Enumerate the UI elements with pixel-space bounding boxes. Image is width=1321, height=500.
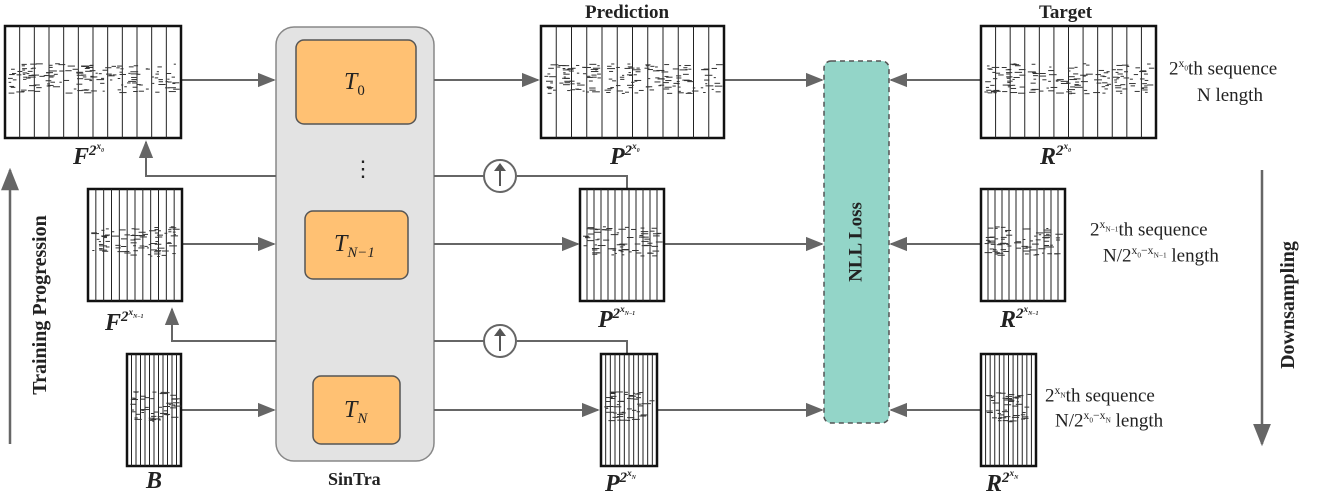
feedback-to-f1 [164, 307, 276, 342]
r-xn1-label: R2xN−1 [1000, 304, 1039, 333]
block-tn [312, 375, 401, 445]
p-xn1-label: P2xN−1 [598, 304, 636, 333]
desc-1-line2: N length [1197, 85, 1263, 106]
roll-b [125, 352, 183, 468]
ellipsis: ⋮ [352, 156, 374, 181]
upsample-icon [483, 324, 517, 358]
p-xn-label: P2xN [605, 468, 636, 497]
r-x0-label: R2x0 [1040, 141, 1071, 170]
desc-3-line2: N/2x0−xN length [1055, 409, 1164, 432]
block-t0 [295, 39, 417, 125]
roll-p0 [539, 24, 726, 140]
nll-loss-label: NLL Loss [845, 202, 867, 282]
prediction-header: Prediction [585, 2, 670, 23]
roll-f1 [86, 187, 184, 303]
b-label: B [146, 468, 163, 494]
p-x0-label: P2x0 [610, 141, 640, 170]
target-header: Target [1039, 2, 1093, 23]
upsample-link-2b [517, 340, 628, 354]
desc-2-line2: N/2x0−xN−1 length [1103, 244, 1219, 267]
roll-p2 [599, 352, 659, 468]
training-progression-label: Training Progression [29, 215, 51, 395]
roll-r2 [979, 352, 1038, 468]
f-x0-label: F2x0 [73, 141, 104, 170]
sintra-label: SinTra [328, 469, 381, 489]
roll-f0 [3, 24, 183, 140]
feedback-to-f0 [138, 140, 276, 177]
block-t0-label: T0 [344, 69, 365, 99]
upsample-link-1b [517, 175, 628, 188]
block-tn-1 [304, 210, 409, 280]
roll-r1 [979, 187, 1067, 303]
nll-loss-box [823, 60, 890, 424]
desc-1-line1: 2x0th sequence [1169, 57, 1278, 80]
roll-p1 [578, 187, 666, 303]
r-xn-label: R2xN [986, 468, 1019, 497]
roll-r0 [979, 24, 1158, 140]
f-xn1-label: F2xN−1 [105, 307, 144, 336]
desc-3-line1: 2xNth sequence [1045, 384, 1155, 407]
downsampling-label: Downsampling [1277, 241, 1299, 369]
upsample-icon [483, 159, 517, 193]
block-tn-label: TN [344, 397, 368, 427]
desc-2-line1: 2xN−1th sequence [1090, 218, 1208, 241]
block-tn1-label: TN−1 [334, 231, 375, 261]
